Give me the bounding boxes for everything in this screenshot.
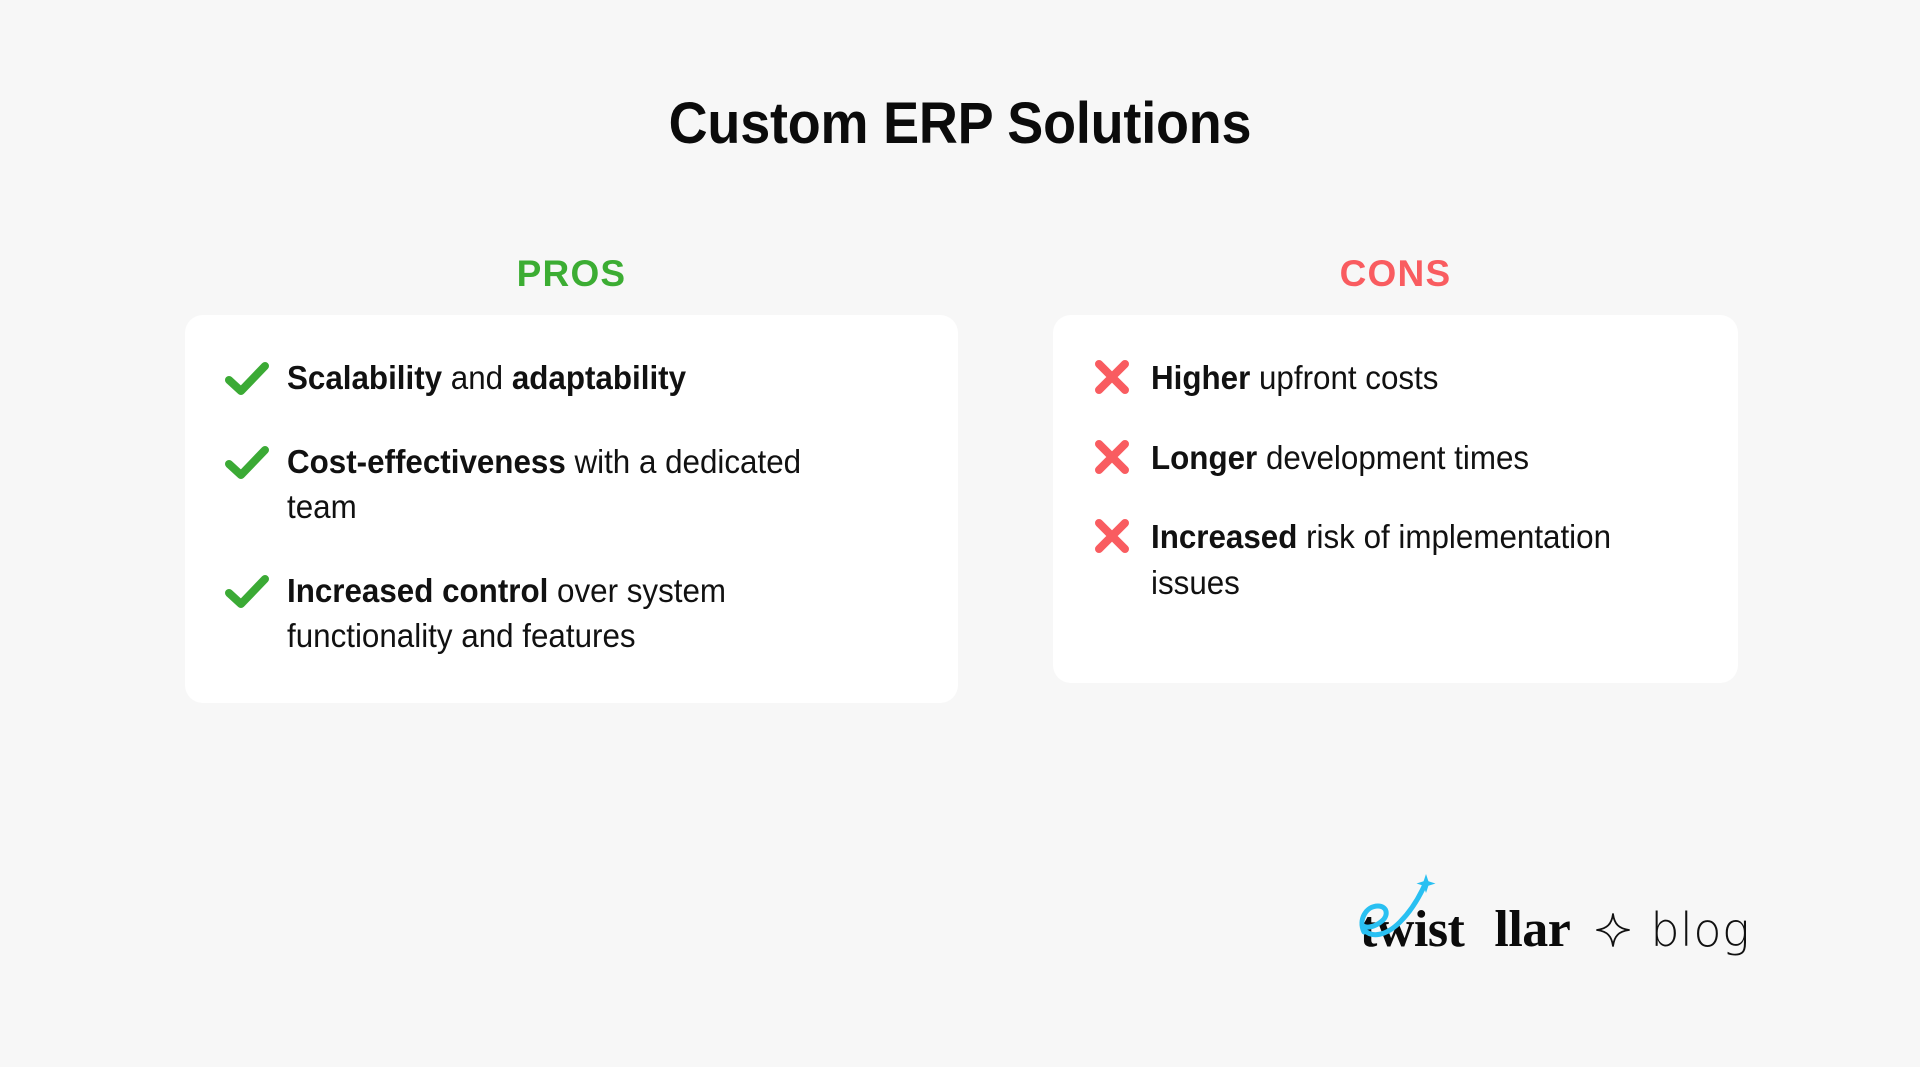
- page-title: Custom ERP Solutions: [668, 91, 1252, 156]
- list-item: Longer development times: [1093, 435, 1698, 481]
- cons-item-0-part-1: upfront costs: [1250, 359, 1439, 396]
- four-point-star-icon: [1596, 913, 1631, 947]
- pros-heading: PROS: [516, 253, 627, 294]
- pros-cons-columns: PROS Scalability and adaptability: [0, 255, 1920, 875]
- cons-item-1-part-1: development times: [1257, 438, 1530, 476]
- blog-label[interactable]: blog: [1650, 903, 1751, 957]
- check-icon: [225, 568, 287, 610]
- cons-item-text-2: Increased risk of implementation issues: [1151, 514, 1645, 605]
- pros-column: PROS Scalability and adaptability: [185, 255, 958, 703]
- cross-icon: [1093, 355, 1151, 396]
- check-icon: [225, 355, 287, 397]
- cons-item-2-part-1: risk of implementation issues: [1151, 518, 1612, 601]
- pros-item-text-2: Increased control over system functional…: [287, 568, 857, 659]
- pros-item-2-part-1: over system functionality and features: [287, 571, 727, 655]
- brand-part1: twist: [1360, 901, 1465, 958]
- brand-part2: llar: [1494, 901, 1571, 958]
- cons-card: Higher upfront costs Longer development …: [1053, 315, 1738, 684]
- cons-heading: CONS: [1339, 253, 1452, 294]
- list-item: Higher upfront costs: [1093, 355, 1698, 401]
- cons-item-text-0: Higher upfront costs: [1151, 355, 1438, 401]
- pros-item-text-0: Scalability and adaptability: [287, 355, 686, 401]
- cons-item-0-part-0: Higher: [1151, 359, 1251, 396]
- pros-item-1-part-1: with a dedicated team: [287, 442, 802, 526]
- cross-icon: [1093, 514, 1151, 555]
- cross-icon: [1093, 435, 1151, 476]
- pros-item-text-1: Cost-effectiveness with a dedicated team: [287, 439, 857, 530]
- footer-logo[interactable]: twist llar blog: [1359, 874, 1751, 965]
- pros-item-1-part-0: Cost-effectiveness: [287, 442, 566, 480]
- pros-card: Scalability and adaptability Cost-effect…: [185, 315, 958, 703]
- cons-item-1-part-0: Longer: [1151, 438, 1258, 476]
- pros-item-2-part-0: Increased control: [287, 571, 549, 609]
- pros-item-0-part-2: adaptability: [511, 359, 687, 396]
- cons-item-text-1: Longer development times: [1151, 435, 1529, 481]
- cons-column: CONS Higher upfront costs: [1053, 253, 1738, 684]
- list-item: Scalability and adaptability: [225, 355, 918, 401]
- pros-item-0-part-1: and: [442, 359, 512, 396]
- twistellar-wordmark: twist llar: [1359, 874, 1571, 958]
- check-icon: [225, 439, 287, 481]
- list-item: Cost-effectiveness with a dedicated team: [225, 439, 918, 530]
- list-item: Increased control over system functional…: [225, 568, 918, 659]
- list-item: Increased risk of implementation issues: [1093, 514, 1698, 605]
- pros-item-0-part-0: Scalability: [287, 359, 443, 396]
- cons-item-2-part-0: Increased: [1151, 518, 1298, 556]
